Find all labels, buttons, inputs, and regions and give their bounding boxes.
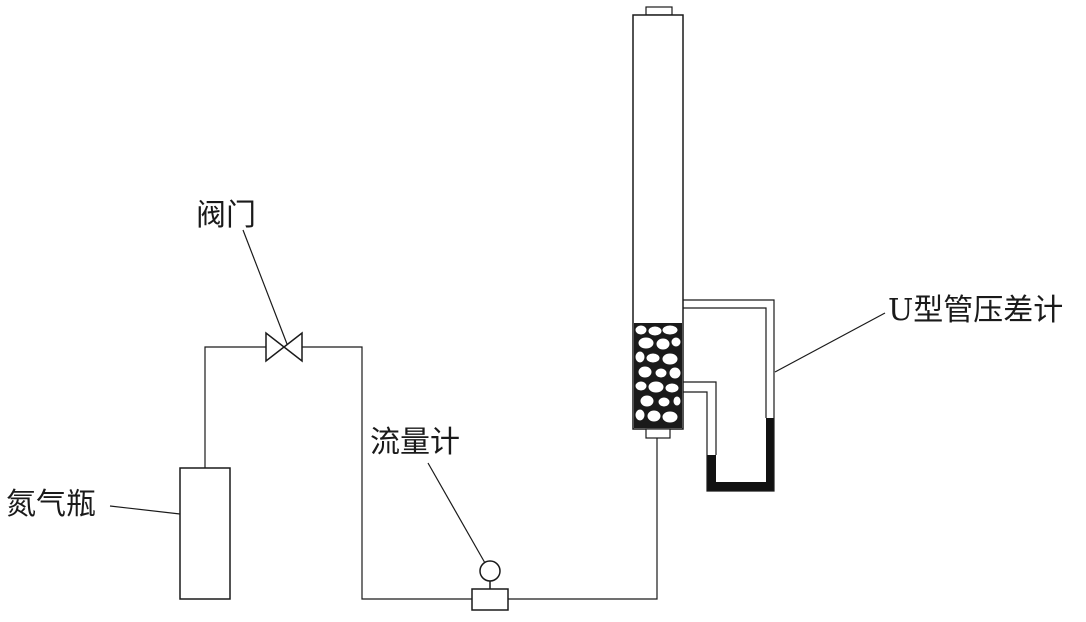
manometer-u-outline <box>706 418 775 492</box>
flowmeter-leader <box>427 462 486 564</box>
valve-symbol[interactable] <box>265 331 303 363</box>
pipe-flowmeter-to-column <box>508 438 658 600</box>
column-top-cap <box>645 6 673 16</box>
manometer-liquid <box>707 418 774 491</box>
packing-bed <box>634 323 682 428</box>
manometer-upper-tap <box>683 299 775 418</box>
valve-leader <box>242 229 288 345</box>
u-tube-manometer-label: U型管压差计 <box>888 293 1064 328</box>
nitrogen-cylinder-label: 氮气瓶 <box>6 487 96 522</box>
column-bottom-cap <box>645 428 671 439</box>
u-tube-manometer-leader <box>774 312 886 373</box>
nitrogen-cylinder <box>179 467 231 600</box>
flowmeter-label: 流量计 <box>370 425 460 460</box>
valve-label: 阀门 <box>196 198 256 233</box>
pipe-valve-to-flowmeter <box>302 346 472 600</box>
nitrogen-cylinder-leader <box>109 505 181 515</box>
pipe-cylinder-to-valve <box>204 346 266 468</box>
manometer-lower-tap <box>683 381 717 455</box>
flowmeter-symbol[interactable] <box>471 560 509 611</box>
